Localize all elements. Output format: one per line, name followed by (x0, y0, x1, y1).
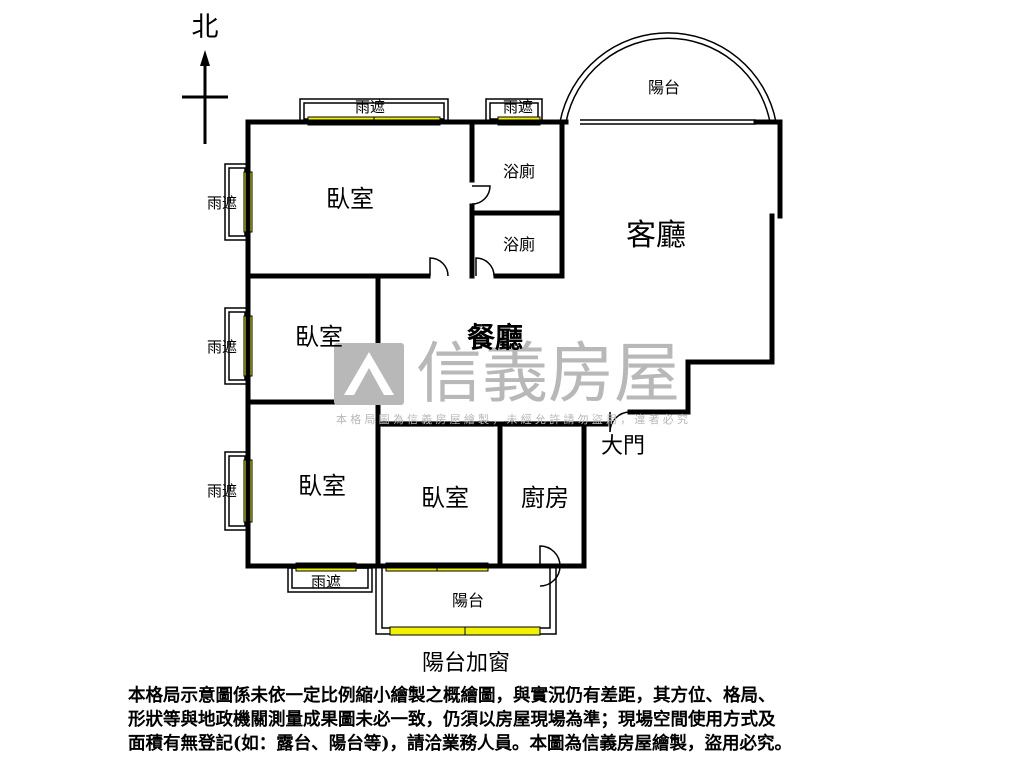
room-kitchen: 廚房 (521, 484, 569, 512)
room-bedroom-1: 臥室 (326, 185, 374, 213)
label-awning-left-3: 雨遮 (207, 482, 237, 500)
room-bathroom-1: 浴廁 (503, 162, 535, 181)
room-balcony-top: 陽台 (648, 78, 680, 97)
door-bathroom (471, 185, 491, 205)
label-awning-left-1: 雨遮 (207, 194, 237, 212)
room-bedroom-3: 臥室 (298, 472, 346, 500)
label-balcony-window: 陽台加窗 (422, 651, 510, 676)
sliding-doors (382, 421, 580, 427)
room-bathroom-2: 浴廁 (503, 235, 535, 254)
north-arrow-icon (200, 50, 210, 66)
disclaimer-line-3: 面積有無登記(如：露台、陽台等)，請洽業務人員。本圖為信義房屋繪製，盜用必究。 (128, 734, 793, 754)
label-awning-top-2: 雨遮 (503, 98, 533, 116)
room-balcony-bottom: 陽台 (452, 591, 484, 610)
room-bedroom-4: 臥室 (421, 484, 469, 512)
door-kitchen (539, 545, 561, 587)
room-bedroom-2: 臥室 (295, 323, 343, 351)
door-bedroom-1 (429, 257, 449, 277)
floor-plan: 北 (182, 12, 783, 676)
disclaimer-line-1: 本格局示意圖係未依一定比例縮小繪製之概繪圖，與實況仍有差距，其方位、格局、 (128, 686, 776, 706)
label-awning-left-2: 雨遮 (207, 338, 237, 356)
label-main-door: 大門 (601, 434, 645, 459)
room-living-room: 客廳 (626, 218, 686, 253)
disclaimer-line-2: 形狀等與地政機關測量成果圖未必一致，仍須以房屋現場為準；現場空間使用方式及 (128, 710, 776, 730)
watermark-note: 本格局圖為信義房屋繪製，未經允許請勿盜用，違者必究 (336, 412, 688, 426)
main-door-icon (609, 411, 631, 433)
watermark-brand: 信義房屋 (416, 335, 680, 412)
north-compass: 北 (182, 12, 228, 144)
door-bathroom-2 (475, 257, 495, 277)
room-dining-room: 餐廳 (467, 321, 523, 354)
disclaimer: 本格局示意圖係未依一定比例縮小繪製之概繪圖，與實況仍有差距，其方位、格局、 形狀… (128, 684, 908, 756)
watermark: 信義房屋 本格局圖為信義房屋繪製，未經允許請勿盜用，違者必究 (334, 335, 688, 426)
brand-logo-icon (334, 343, 404, 405)
label-awning-bottom: 雨遮 (311, 573, 341, 591)
label-awning-top-1: 雨遮 (355, 98, 385, 116)
balcony-top-arc (559, 32, 777, 125)
north-label: 北 (192, 12, 219, 43)
